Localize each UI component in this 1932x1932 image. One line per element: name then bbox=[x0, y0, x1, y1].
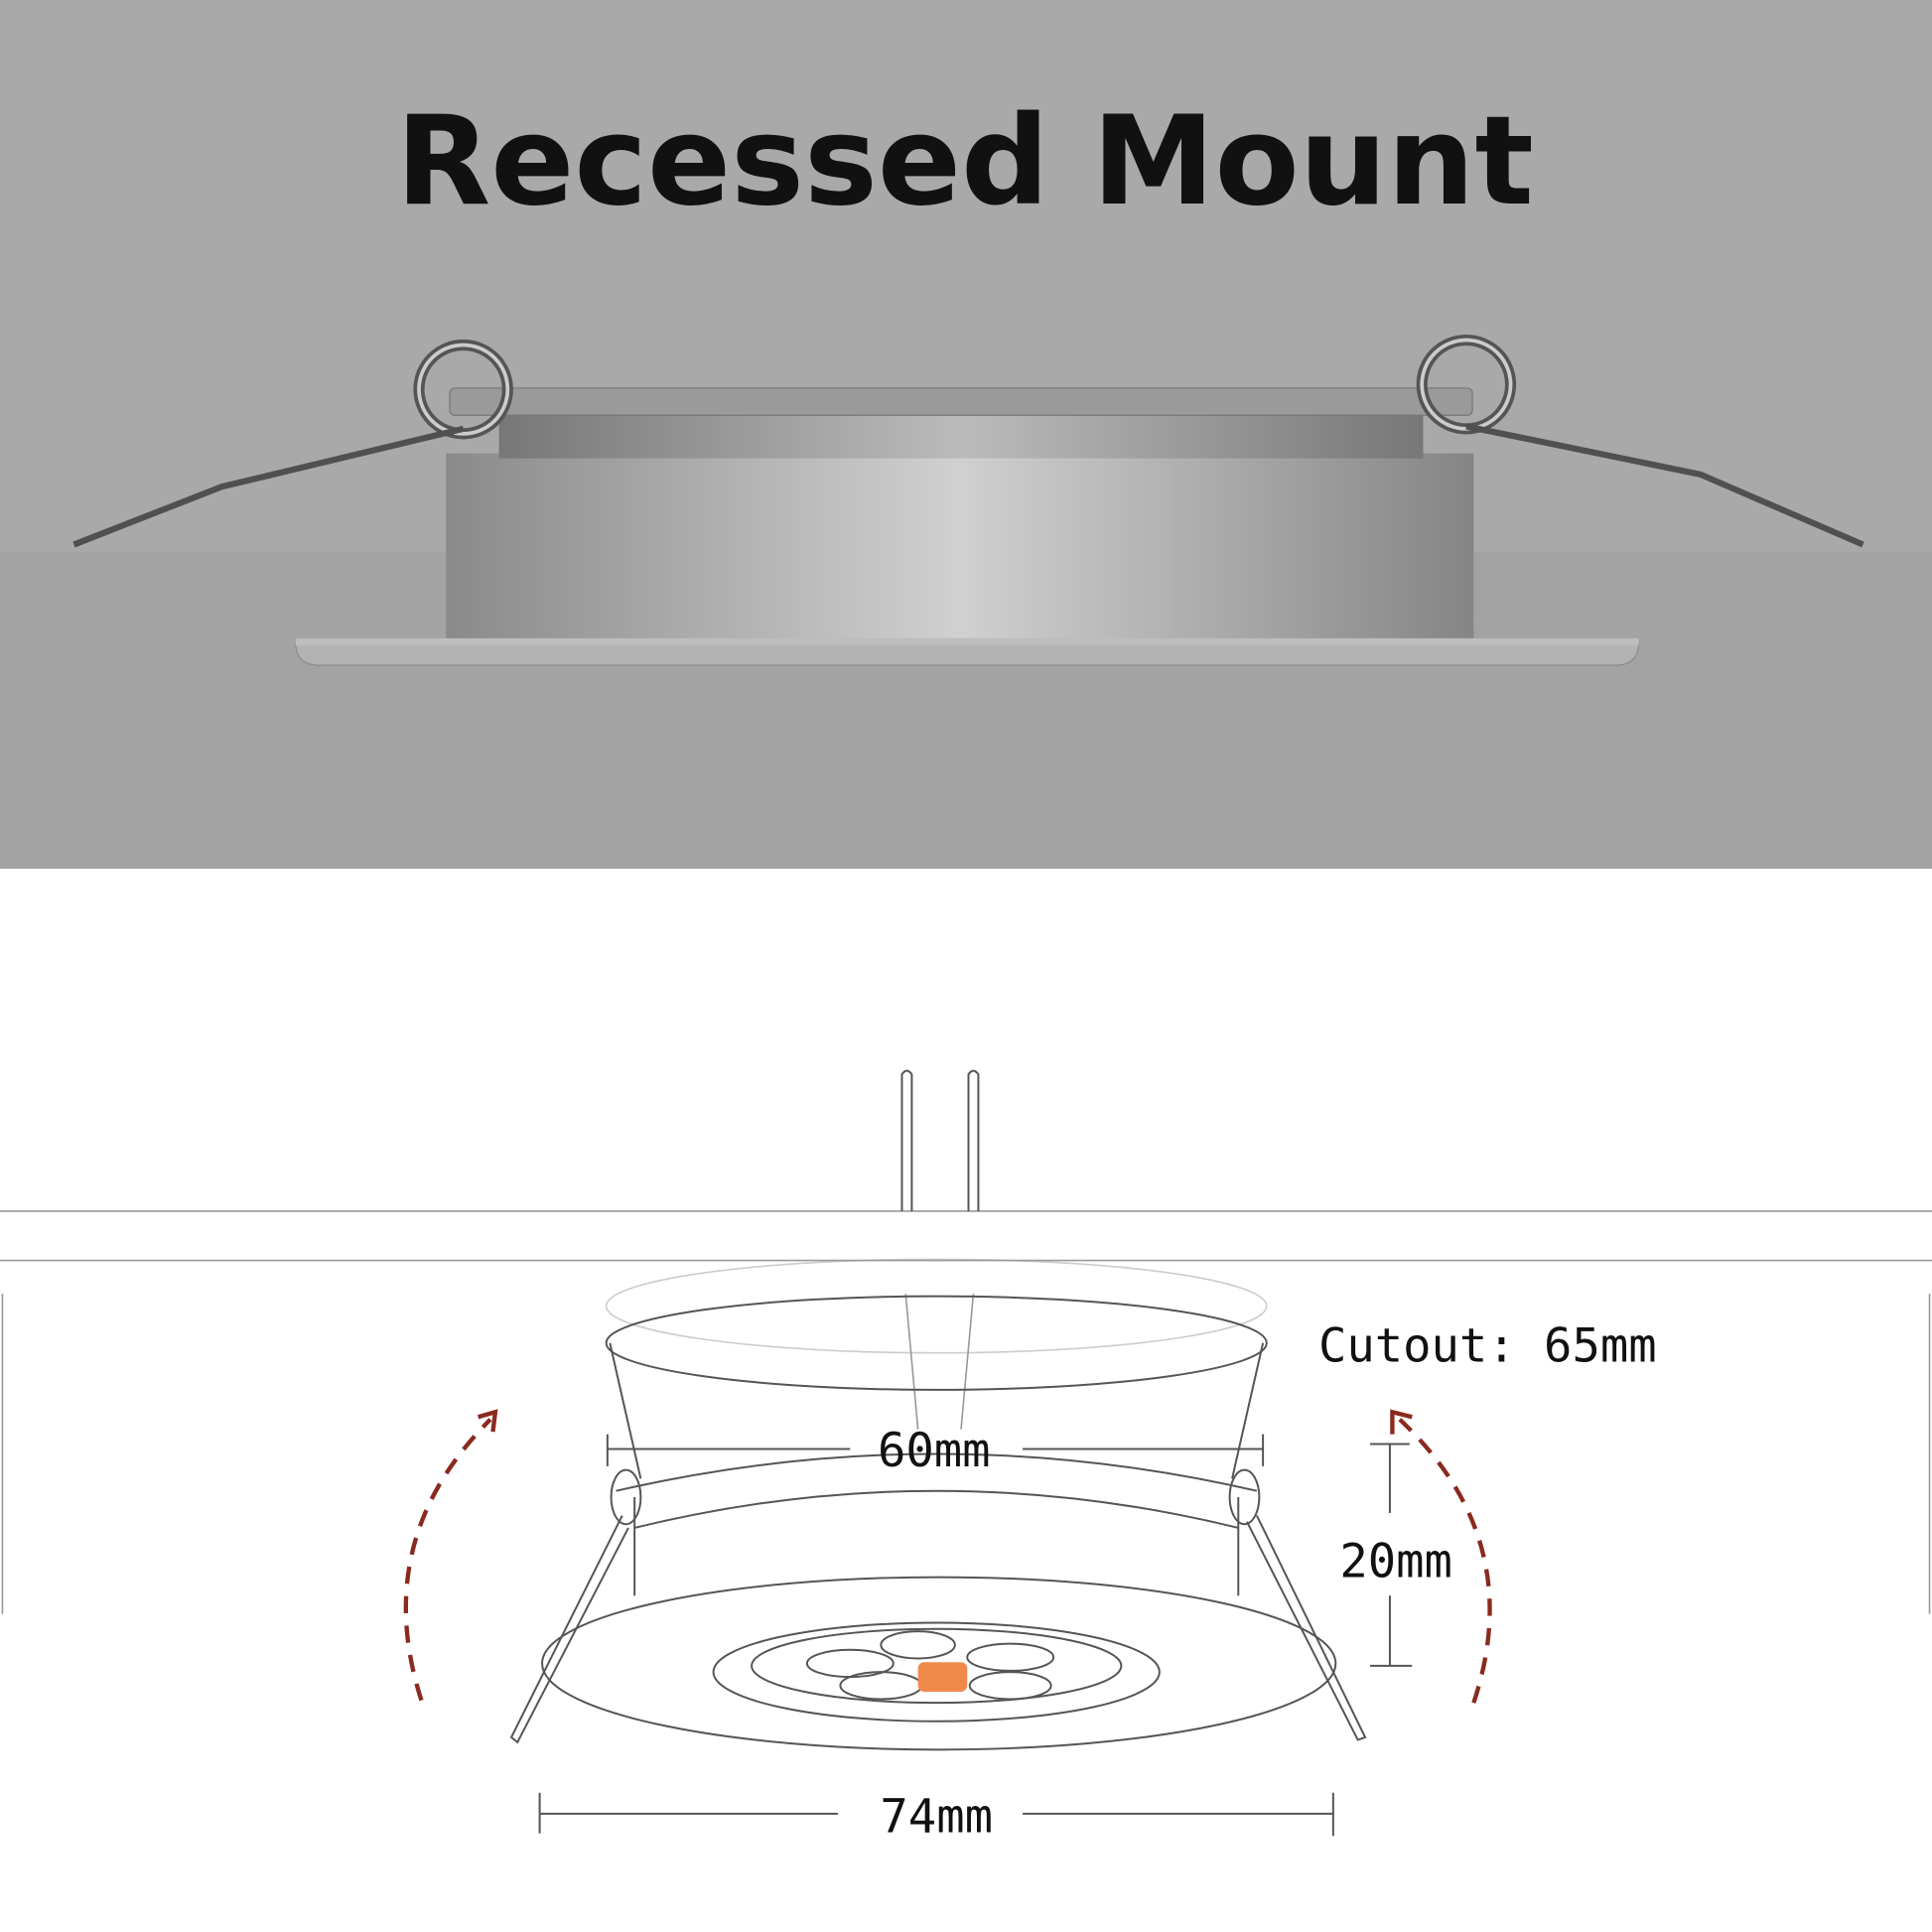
render-section: Recessed Mount bbox=[0, 0, 1932, 869]
fixture-body bbox=[509, 1452, 1367, 1751]
dimension-60mm: 60mm bbox=[606, 1424, 1265, 1478]
light-housing bbox=[295, 387, 1640, 666]
power-wires bbox=[900, 1069, 980, 1430]
page-title: Recessed Mount bbox=[396, 90, 1534, 233]
dimension-20mm-label: 20mm bbox=[1339, 1535, 1452, 1589]
cutout-label: Cutout: 65mm bbox=[1318, 1318, 1657, 1373]
led-indicator bbox=[917, 1662, 968, 1692]
spring-clip-right bbox=[1416, 334, 1864, 548]
dimension-74mm: 74mm bbox=[538, 1789, 1334, 1844]
spring-clip-left bbox=[72, 339, 513, 548]
dimension-74mm-label: 74mm bbox=[880, 1789, 993, 1844]
rotation-arrow-left-icon bbox=[403, 1409, 498, 1702]
dimension-20mm: 20mm bbox=[1339, 1443, 1452, 1667]
dimension-60mm-label: 60mm bbox=[878, 1424, 991, 1478]
dimension-drawing: 60mm 74mm 20mm Cutout: 65mm bbox=[0, 1069, 1932, 1844]
cutout-outline bbox=[605, 1295, 1268, 1391]
rotation-arrow-right-icon bbox=[1390, 1409, 1492, 1704]
